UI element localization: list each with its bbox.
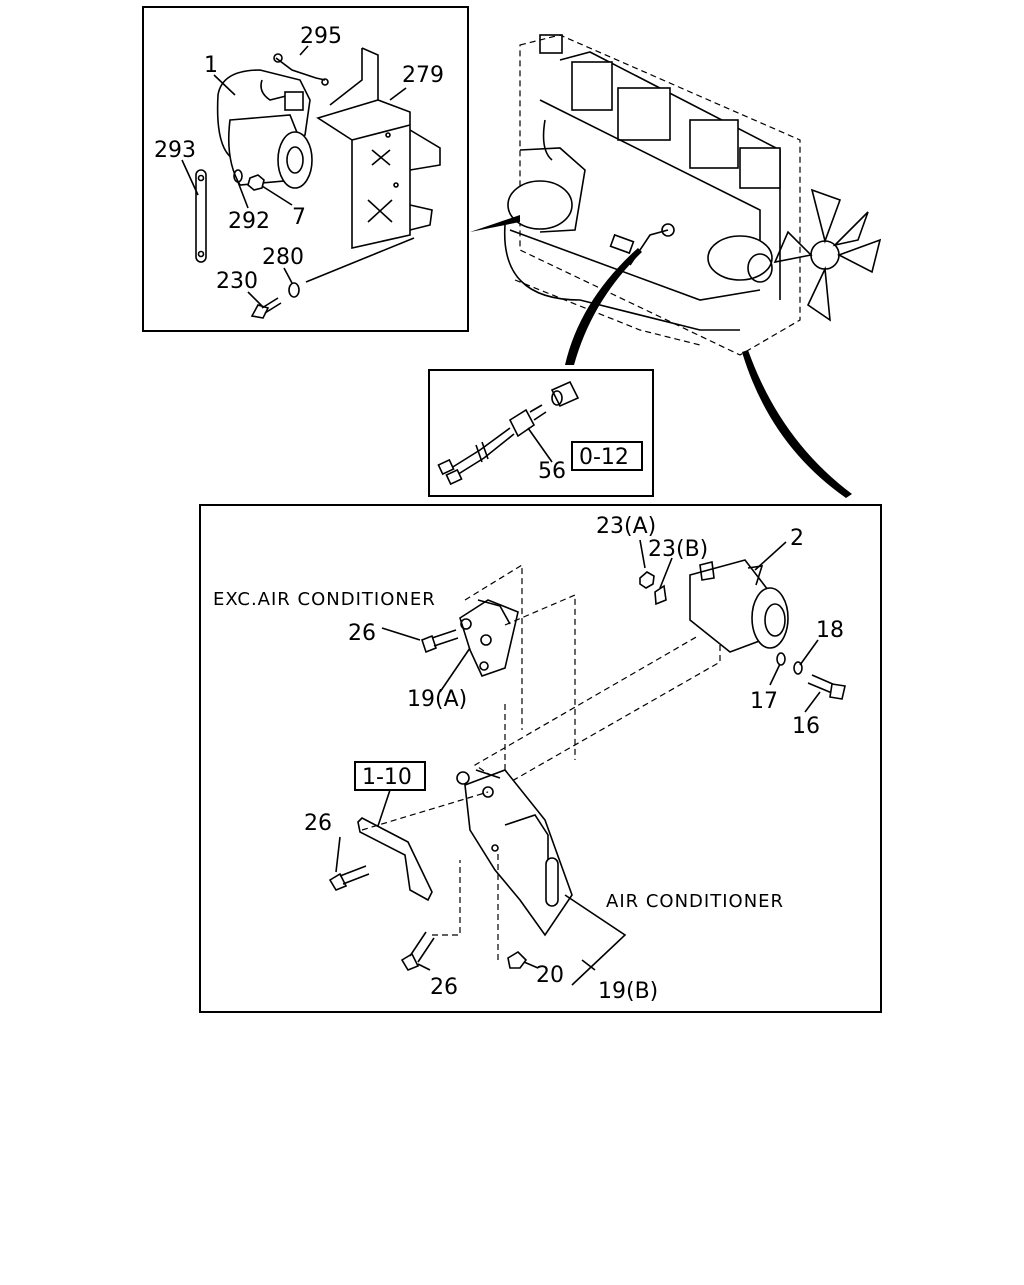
sensor-inset-frame <box>428 369 654 497</box>
callout-56: 56 <box>538 459 566 484</box>
callout-2: 2 <box>790 526 804 551</box>
callout-26-left: 26 <box>304 811 332 836</box>
callout-26-bottom: 26 <box>430 975 458 1000</box>
alternator-inset-frame <box>199 504 882 1013</box>
callout-18: 18 <box>816 618 844 643</box>
ref-box-0-12 <box>571 441 643 471</box>
callout-23b: 23(B) <box>648 537 708 562</box>
callout-19a: 19(A) <box>407 687 467 712</box>
starter-inset-frame <box>142 6 469 332</box>
callout-293: 293 <box>154 138 196 163</box>
callout-292: 292 <box>228 209 270 234</box>
ref-0-12: 0-12 <box>579 445 629 470</box>
ref-1-10: 1-10 <box>362 765 412 790</box>
callout-295: 295 <box>300 24 342 49</box>
alternator-unit <box>689 559 789 653</box>
callout-16: 16 <box>792 714 820 739</box>
callout-280: 280 <box>262 245 304 270</box>
bracket-279 <box>316 47 441 249</box>
bracket-19a <box>459 563 576 760</box>
callout-19b: 19(B) <box>598 979 658 1004</box>
sensor-inset: 56 0-12 <box>437 380 643 486</box>
ref-box-1-10 <box>354 761 426 791</box>
callout-1: 1 <box>204 53 218 78</box>
bracket-19b <box>456 769 573 937</box>
starter-inset: 295 1 279 293 292 7 280 230 <box>154 24 444 319</box>
note-exc-air-conditioner: EXC.AIR CONDITIONER <box>213 589 436 610</box>
starter-motor <box>216 69 313 189</box>
callout-279: 279 <box>402 63 444 88</box>
callout-230: 230 <box>216 269 258 294</box>
note-air-conditioner: AIR CONDITIONER <box>606 891 784 912</box>
alternator-inset: 23(A) 23(B) 2 18 17 16 26 19(A) 1-10 26 … <box>213 514 846 1004</box>
callout-7: 7 <box>292 205 306 230</box>
callout-26-upper: 26 <box>348 621 376 646</box>
callout-20: 20 <box>536 963 564 988</box>
engine-illustration <box>470 34 882 498</box>
callout-23a: 23(A) <box>596 514 656 539</box>
callout-17: 17 <box>750 689 778 714</box>
